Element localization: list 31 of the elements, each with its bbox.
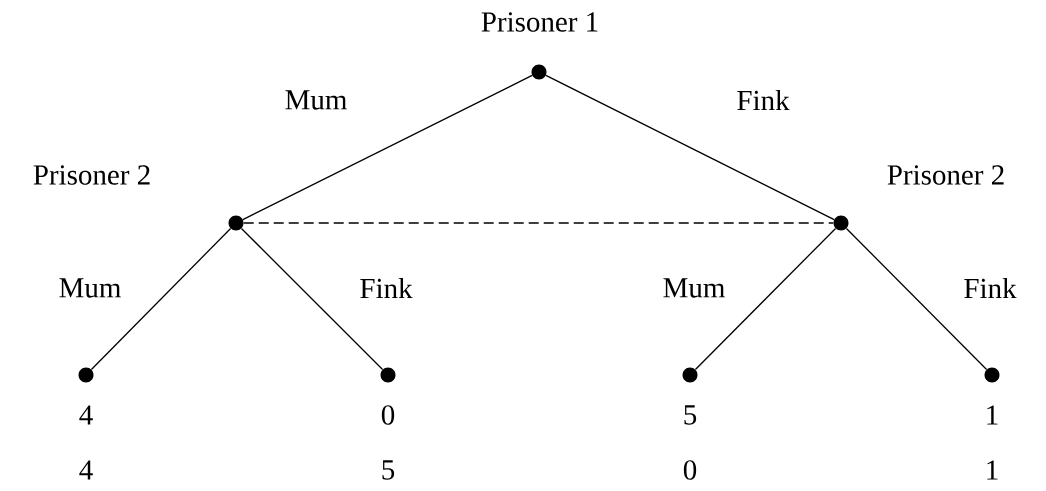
edge-label: Mum [59,278,121,298]
tree-node [78,367,94,383]
tree-node [682,367,698,383]
edge-label: Fink [360,277,413,299]
edge-label: Fink [964,277,1017,299]
player-label: Prisoner 2 [887,165,1004,185]
tree-branch [240,227,384,371]
payoff-value: 1 [987,460,998,480]
tree-branch [242,74,533,221]
tree-node [228,215,244,231]
payoff-value: 4 [79,460,93,480]
tree-node [984,367,1000,383]
payoff-value: 1 [987,405,998,425]
edge-label: Mum [663,278,725,298]
tree-node [531,64,547,80]
tree-node [833,215,849,231]
tree-branch [545,74,835,221]
payoff-value: 5 [382,460,395,480]
tree-branch [845,227,988,371]
edge-label: Fink [737,89,790,111]
payoff-value: 0 [381,405,395,425]
player-label: Prisoner 2 [33,165,150,185]
tree-branch [90,227,232,371]
player-label: Prisoner 1 [481,12,598,32]
tree-branch [694,227,837,371]
edge-label: Mum [285,90,347,110]
payoff-value: 5 [684,405,697,425]
payoff-value: 0 [683,460,697,480]
tree-node [380,367,396,383]
tree-branch [243,222,834,224]
payoff-value: 4 [79,405,93,425]
